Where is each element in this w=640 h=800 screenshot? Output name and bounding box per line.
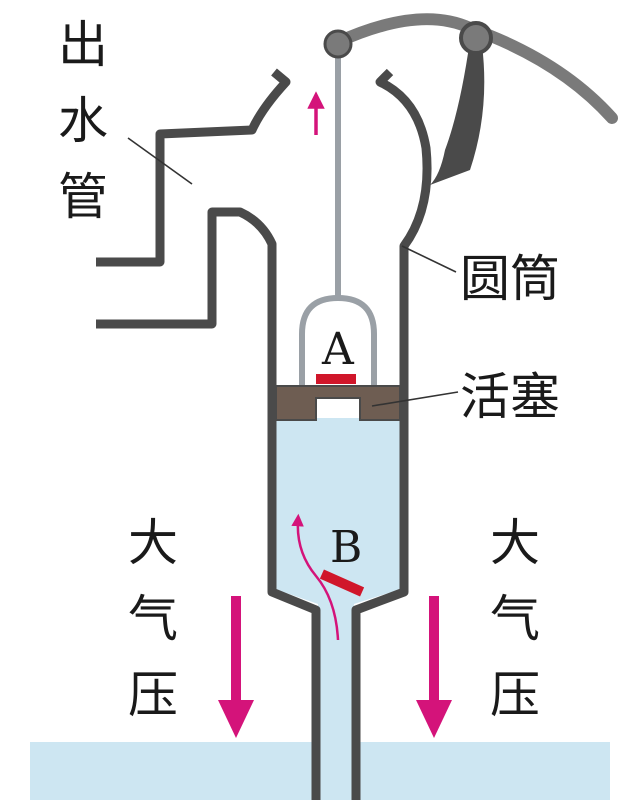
label-cylinder: 圆筒 [460, 250, 560, 308]
label-pressure-right-2: 气 [490, 590, 540, 648]
valve-b [319, 569, 365, 597]
rod-pivot [323, 29, 353, 59]
leader-piston [371, 391, 459, 407]
label-outlet-pipe-2: 水 [58, 92, 108, 150]
label-piston: 活塞 [460, 368, 560, 426]
leader-outlet-pipe [127, 137, 193, 185]
piston-dome [299, 294, 377, 388]
handle-pivot [459, 21, 493, 55]
piston [275, 385, 401, 421]
label-pressure-right-1: 大 [490, 514, 540, 572]
pressure-arrow-left [218, 596, 254, 738]
label-pressure-right-3: 压 [490, 666, 540, 724]
label-pressure-left-1: 大 [128, 514, 178, 572]
inlet-flow-arrow [291, 513, 340, 641]
cylinder-water [272, 418, 404, 800]
label-pressure-left-3: 压 [128, 666, 178, 724]
pressure-arrow-right [416, 596, 452, 738]
valve-a [316, 374, 356, 384]
label-outlet-pipe-1: 出 [58, 16, 108, 74]
label-valve-a: A [321, 324, 355, 375]
pump-body-outline [96, 68, 432, 800]
handle-lever [430, 40, 485, 185]
label-outlet-pipe-3: 管 [58, 168, 108, 226]
leader-cylinder [401, 245, 457, 273]
label-valve-b: B [330, 522, 362, 573]
label-pressure-left-2: 气 [128, 590, 178, 648]
